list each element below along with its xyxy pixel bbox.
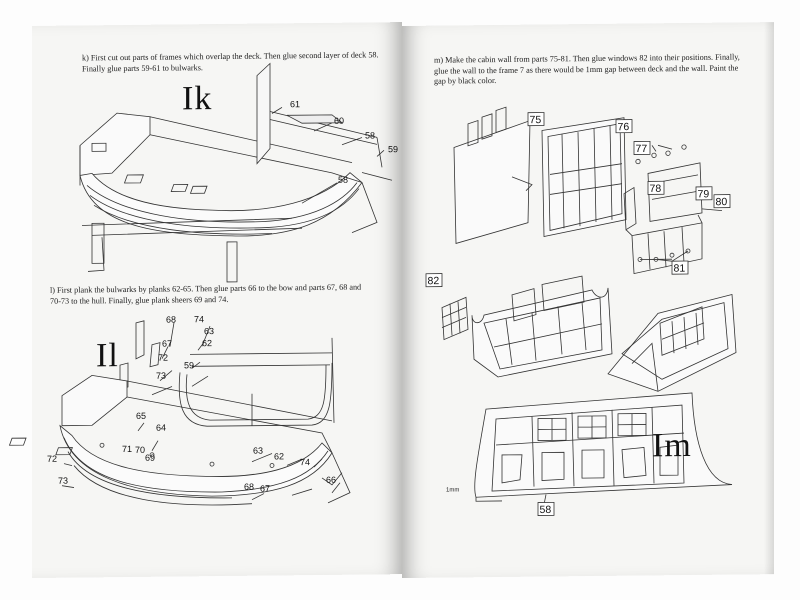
step-m-box-labels: 75 76 77 78 79 80 81 82 58 <box>426 111 730 516</box>
box-label-81: 81 <box>674 263 686 275</box>
step-l-label-67: 67 <box>162 339 172 349</box>
step-l-label-63: 63 <box>204 326 214 336</box>
step-l-label-71: 71 <box>122 444 132 454</box>
box-label-77: 77 <box>636 143 648 155</box>
step-l-label-72: 72 <box>158 353 168 363</box>
box-label-76: 76 <box>618 121 630 133</box>
box-label-58: 58 <box>540 504 552 516</box>
step-l-label-74b: 74 <box>300 457 310 467</box>
step-l-label-70: 70 <box>135 445 145 455</box>
box-label-75: 75 <box>530 114 542 126</box>
step-l-label-74: 74 <box>194 314 204 324</box>
step-k-label-60: 60 <box>334 116 344 126</box>
box-label-80: 80 <box>716 196 728 208</box>
step-l-label-69: 69 <box>145 453 155 463</box>
step-l-label-68b: 68 <box>244 482 254 492</box>
step-l-label-72b: 72 <box>47 454 57 464</box>
step-k-label-58b: 58 <box>338 175 348 185</box>
step-k-label-58a: 58 <box>365 130 375 140</box>
box-label-78: 78 <box>650 183 662 195</box>
step-k-label-59: 59 <box>388 144 398 154</box>
step-l-label-62: 62 <box>202 338 212 348</box>
scale-label: 1mm <box>446 487 460 494</box>
step-l-label-66: 66 <box>326 475 336 485</box>
left-page: k) First cut out parts of frames which o… <box>32 22 402 578</box>
step-l-label-67b: 67 <box>260 484 270 494</box>
step-l-label-73b: 73 <box>58 476 68 486</box>
box-label-82: 82 <box>428 275 440 287</box>
step-l-label-68: 68 <box>166 314 176 324</box>
step-m-heading: Im <box>652 426 692 465</box>
step-m-drawing: 75 76 77 78 79 80 81 82 58 <box>402 22 774 516</box>
step-l-label-63b: 63 <box>253 446 263 456</box>
step-l-drawing: 68 74 63 67 62 72 59 73 65 64 71 70 69 6… <box>32 314 402 578</box>
step-l-label-64: 64 <box>156 423 166 433</box>
box-label-79: 79 <box>698 188 710 200</box>
step-k-drawing: 61 60 58 59 58 <box>32 22 398 306</box>
step-l-label-59: 59 <box>184 360 194 370</box>
step-l-label-65: 65 <box>136 411 146 421</box>
step-l-label-62b: 62 <box>274 451 284 461</box>
right-page: m) Make the cabin wall from parts 75-81.… <box>402 22 774 578</box>
step-l-label-73: 73 <box>156 371 166 381</box>
step-k-label-61: 61 <box>290 99 300 109</box>
